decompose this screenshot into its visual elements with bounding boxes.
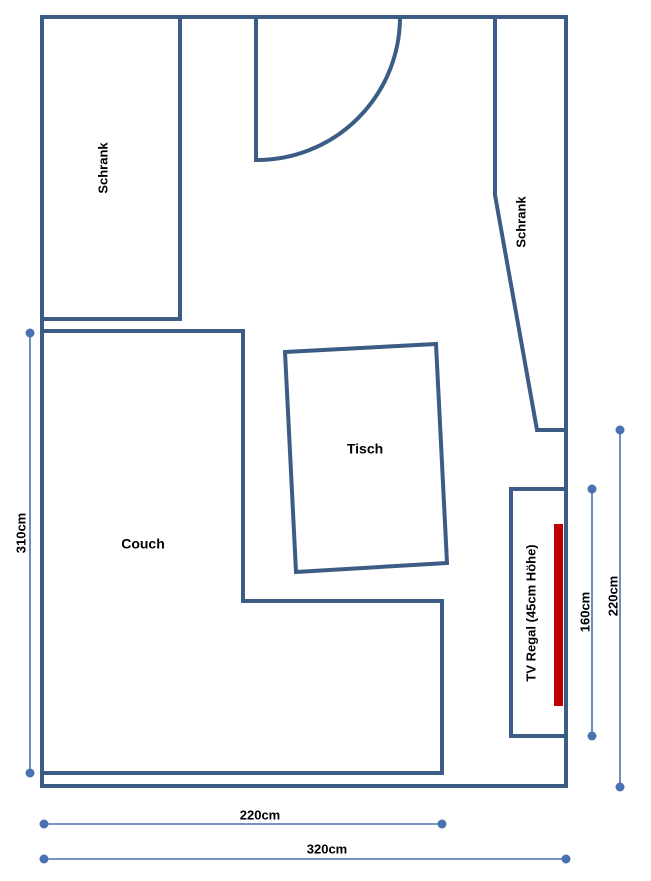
- couch-label: Couch: [121, 536, 165, 552]
- cabinet-right-label: Schrank: [513, 196, 528, 248]
- dimension-couch-height-start: [25, 328, 35, 338]
- dimension-couch-width-label: 220cm: [240, 807, 280, 822]
- tv: [554, 524, 563, 706]
- dimension-room-width-label: 320cm: [307, 841, 347, 856]
- cabinet-left: [40, 15, 182, 321]
- door: [254, 16, 402, 163]
- dimension-right-label: 220cm: [605, 576, 620, 616]
- couch: [40, 329, 444, 775]
- dimension-couch-width-end: [437, 819, 447, 829]
- cabinet-right: [493, 17, 566, 432]
- dimension-tv-end: [587, 731, 597, 741]
- dimension-couch-width-start: [39, 819, 49, 829]
- dimension-couch-height-label: 310cm: [13, 513, 28, 553]
- dimension-couch-height-end: [25, 768, 35, 778]
- tv-shelf-label: TV Regal (45cm Höhe): [523, 544, 538, 681]
- dimension-tv-label: 160cm: [577, 592, 592, 632]
- table-label: Tisch: [347, 441, 383, 457]
- cabinet-left-label: Schrank: [95, 142, 110, 194]
- dimension-tv-start: [587, 484, 597, 494]
- dimension-room-width-start: [39, 854, 49, 864]
- dimension-right-start: [615, 425, 625, 435]
- table: [282, 341, 450, 575]
- dimension-room-width-end: [561, 854, 571, 864]
- dimension-right-end: [615, 782, 625, 792]
